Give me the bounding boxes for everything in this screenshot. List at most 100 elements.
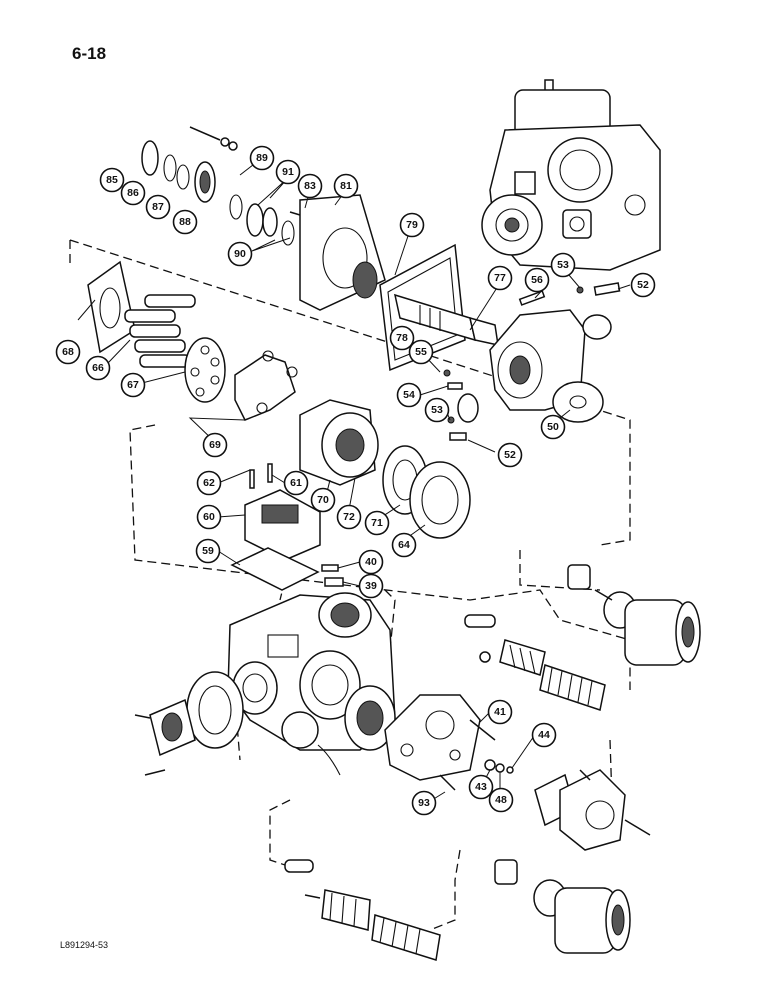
control-valve-60 xyxy=(244,463,321,561)
callout-68: 68 xyxy=(55,339,81,365)
end-cover-81 xyxy=(299,194,386,311)
callout-69: 69 xyxy=(202,432,228,458)
callout-64: 64 xyxy=(391,532,417,558)
callout-53: 53 xyxy=(424,397,450,423)
callout-number: 79 xyxy=(406,219,418,231)
callout-number: 44 xyxy=(538,729,550,741)
callout-52: 52 xyxy=(497,442,523,468)
callout-86: 86 xyxy=(120,180,146,206)
callout-number: 64 xyxy=(398,539,410,551)
callout-72: 72 xyxy=(336,504,362,530)
callout-number: 61 xyxy=(290,477,302,489)
end-flange-left xyxy=(134,671,244,776)
relief-valve-41-48 xyxy=(469,719,514,774)
callout-number: 89 xyxy=(256,152,268,164)
plug-40-39 xyxy=(321,564,344,587)
cylinder-block-70 xyxy=(299,399,379,486)
callout-number: 41 xyxy=(494,706,506,718)
callout-number: 71 xyxy=(371,517,383,529)
callout-88: 88 xyxy=(172,209,198,235)
valve-plate-68 xyxy=(87,260,136,354)
callout-number: 88 xyxy=(179,216,191,228)
callout-50: 50 xyxy=(540,414,566,440)
callout-number: 48 xyxy=(495,794,507,806)
seal-group-85-88 xyxy=(141,126,238,203)
callout-number: 67 xyxy=(127,379,139,391)
callout-number: 90 xyxy=(234,248,246,260)
callout-number: 66 xyxy=(92,362,104,374)
callout-79: 79 xyxy=(399,212,425,238)
retaining-ring xyxy=(317,744,341,776)
callout-number: 93 xyxy=(418,797,430,809)
callout-78: 78 xyxy=(389,325,415,351)
callout-61: 61 xyxy=(283,470,309,496)
spring-set-lower xyxy=(284,859,441,961)
callout-93: 93 xyxy=(411,790,437,816)
callout-71: 71 xyxy=(364,510,390,536)
callout-81: 81 xyxy=(333,173,359,199)
callout-number: 85 xyxy=(106,174,118,186)
callout-55: 55 xyxy=(408,339,434,365)
charge-pump-flange xyxy=(344,685,396,751)
callout-labels: 85 86 87 88 89 91 83 81 90 79 77 56 53 52 68 66 67 78 55 54… xyxy=(55,145,656,816)
charge-pump-body xyxy=(384,694,481,791)
callout-number: 39 xyxy=(365,580,377,592)
callout-number: 53 xyxy=(431,404,443,416)
retainer-plate-67 xyxy=(184,337,226,403)
pump-assembly xyxy=(481,79,661,271)
callout-41: 41 xyxy=(487,699,513,725)
callout-67: 67 xyxy=(120,372,146,398)
callout-43: 43 xyxy=(468,774,494,800)
callout-number: 53 xyxy=(557,259,569,271)
callout-number: 70 xyxy=(317,494,329,506)
callout-52: 52 xyxy=(630,272,656,298)
callout-44: 44 xyxy=(531,722,557,748)
valve-cartridge-lower xyxy=(494,859,631,954)
callout-number: 55 xyxy=(415,346,427,358)
callout-70: 70 xyxy=(310,487,336,513)
callout-number: 56 xyxy=(531,274,543,286)
spring-set-upper xyxy=(464,614,606,711)
callout-number: 77 xyxy=(494,272,506,284)
callout-54: 54 xyxy=(396,382,422,408)
control-linkage-69 xyxy=(234,350,298,421)
callout-number: 52 xyxy=(504,449,516,461)
callout-number: 72 xyxy=(343,511,355,523)
callout-number: 43 xyxy=(475,781,487,793)
callout-number: 87 xyxy=(152,201,164,213)
callout-number: 60 xyxy=(203,511,215,523)
callout-number: 78 xyxy=(396,332,408,344)
document-reference: L891294-53 xyxy=(60,940,109,950)
callout-85: 85 xyxy=(99,167,125,193)
page-number: 6-18 xyxy=(72,44,107,63)
callout-number: 50 xyxy=(547,421,559,433)
valve-cartridge-upper xyxy=(567,564,701,666)
callout-number: 40 xyxy=(365,556,377,568)
callout-87: 87 xyxy=(145,194,171,220)
callout-number: 68 xyxy=(62,346,74,358)
seal-group-90-91 xyxy=(229,194,311,246)
callout-number: 69 xyxy=(209,439,221,451)
callout-66: 66 xyxy=(85,355,111,381)
pistons-66 xyxy=(124,294,196,368)
end-plate-64 xyxy=(409,461,471,539)
callout-number: 59 xyxy=(202,545,214,557)
callout-number: 81 xyxy=(340,180,352,192)
callout-number: 83 xyxy=(304,180,316,192)
callout-89: 89 xyxy=(249,145,275,171)
callout-53: 53 xyxy=(550,252,576,278)
callout-83: 83 xyxy=(297,173,323,199)
swashplate-50 xyxy=(457,309,612,423)
callout-62: 62 xyxy=(196,470,222,496)
callout-number: 86 xyxy=(127,187,139,199)
callout-number: 52 xyxy=(637,279,649,291)
callout-48: 48 xyxy=(488,787,514,813)
callout-number: 91 xyxy=(282,166,294,178)
gasket-59 xyxy=(230,547,320,591)
callout-40: 40 xyxy=(358,549,384,575)
callout-60: 60 xyxy=(196,504,222,530)
auxiliary-pump xyxy=(534,769,651,851)
callout-59: 59 xyxy=(195,538,221,564)
callout-39: 39 xyxy=(358,573,384,599)
